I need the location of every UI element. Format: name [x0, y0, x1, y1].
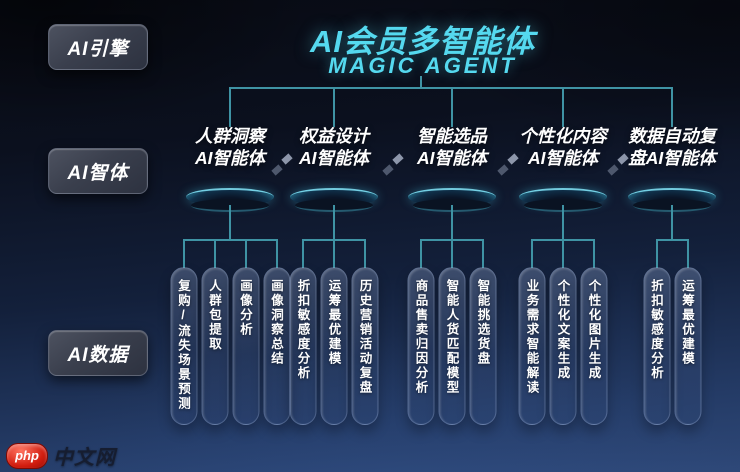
connector-line [562, 87, 564, 127]
task-pill: 画像分析 [232, 267, 259, 425]
task-pill-label: 人群包提取 [207, 279, 221, 352]
connector-line [333, 239, 335, 268]
platform-icon [519, 188, 607, 212]
task-pill: 业务需求智能解读 [518, 267, 546, 425]
connector-line [531, 239, 533, 268]
agent-title-line: 权益设计 [299, 126, 369, 146]
task-pill-label: 个性化文案生成 [555, 279, 570, 381]
task-pill: 运筹最优建模 [674, 267, 701, 425]
agent-title-line: 智能选品 [417, 126, 487, 146]
connector-line [333, 87, 335, 127]
connector-line [229, 87, 231, 127]
row-label-ai-data: AI数据 [48, 330, 148, 376]
task-pill: 智能人货匹配模型 [438, 267, 466, 425]
connector-line [562, 239, 564, 268]
task-pill: 画像洞察总结 [263, 267, 290, 425]
task-pill-label: 折扣敏感度分析 [649, 279, 663, 381]
task-pill-label: 运筹最优建模 [326, 279, 341, 366]
connector-line [229, 205, 231, 241]
diagram-title: AI会员多智能体 [310, 24, 535, 59]
task-pill: 折扣敏感度分析 [289, 267, 317, 425]
connector-line [451, 239, 453, 268]
task-pill: 复购/流失场景预测 [170, 267, 197, 425]
task-pill-label: 智能人货匹配模型 [444, 279, 459, 395]
connector-line [302, 239, 304, 268]
task-pill: 商品售卖归因分析 [407, 267, 435, 425]
task-pill-label: 折扣敏感度分析 [295, 279, 310, 381]
connector-line [244, 239, 247, 268]
connector-line [213, 239, 216, 268]
connector-line [655, 239, 658, 268]
connector-line [451, 87, 453, 127]
connector-line [451, 205, 453, 241]
task-pill-label: 智能挑选货盘 [475, 279, 490, 366]
agent-title-line: AI智能体 [528, 147, 598, 168]
connector-line [482, 239, 484, 268]
connector-line [593, 239, 595, 268]
platform-icon [628, 188, 716, 212]
connector-line [420, 239, 422, 268]
connector-line [656, 239, 688, 241]
agent-title-line: 数据自动复 [628, 126, 716, 146]
connector-line [183, 239, 277, 241]
connector-line [364, 239, 366, 268]
task-pill: 智能挑选货盘 [469, 267, 497, 425]
connector-line [686, 239, 689, 268]
platform-icon [186, 188, 274, 212]
connector-line [420, 76, 422, 88]
platform-icon [290, 188, 378, 212]
row-label-ai-engine: AI引擎 [48, 24, 148, 70]
task-pill: 个性化图片生成 [580, 267, 608, 425]
connector-line [333, 205, 335, 241]
task-pill-label: 个性化图片生成 [586, 279, 601, 381]
task-pill-label: 业务需求智能解读 [524, 279, 539, 395]
agent-title-line: AI智能体 [195, 147, 265, 168]
platform-icon [408, 188, 496, 212]
task-pill-label: 画像洞察总结 [269, 279, 283, 366]
task-pill-label: 画像分析 [238, 279, 252, 337]
task-pill: 折扣敏感度分析 [643, 267, 670, 425]
task-pill-label: 运筹最优建模 [680, 279, 694, 366]
row-label-ai-agent: AI智体 [48, 148, 148, 194]
connector-line [671, 87, 673, 127]
task-pill: 运筹最优建模 [320, 267, 348, 425]
agent-title-line: AI智能体 [299, 147, 369, 168]
agent-title: 数据自动复盘AI智能体 [597, 126, 740, 169]
task-pill-label: 历史营销活动复盘 [357, 279, 372, 395]
connector-line [182, 239, 185, 268]
task-pill-label: 商品售卖归因分析 [413, 279, 428, 395]
agent-title-line: 盘AI智能体 [628, 147, 716, 168]
connector-line [671, 205, 673, 241]
connector-line [275, 239, 278, 268]
connector-line [562, 205, 564, 241]
task-pill: 人群包提取 [201, 267, 228, 425]
watermark: php 中文网 [6, 441, 116, 470]
diagram-subtitle: MAGIC AGENT [328, 53, 517, 78]
agent-title-line: AI智能体 [417, 147, 487, 168]
task-pill: 个性化文案生成 [549, 267, 577, 425]
task-pill: 历史营销活动复盘 [351, 267, 379, 425]
agent-title-line: 个性化内容 [519, 126, 607, 146]
task-pill-label: 复购/流失场景预测 [176, 279, 190, 411]
agent-title-line: 人群洞察 [195, 126, 265, 146]
watermark-text: 中文网 [53, 447, 116, 469]
php-logo-icon: php [6, 442, 48, 469]
